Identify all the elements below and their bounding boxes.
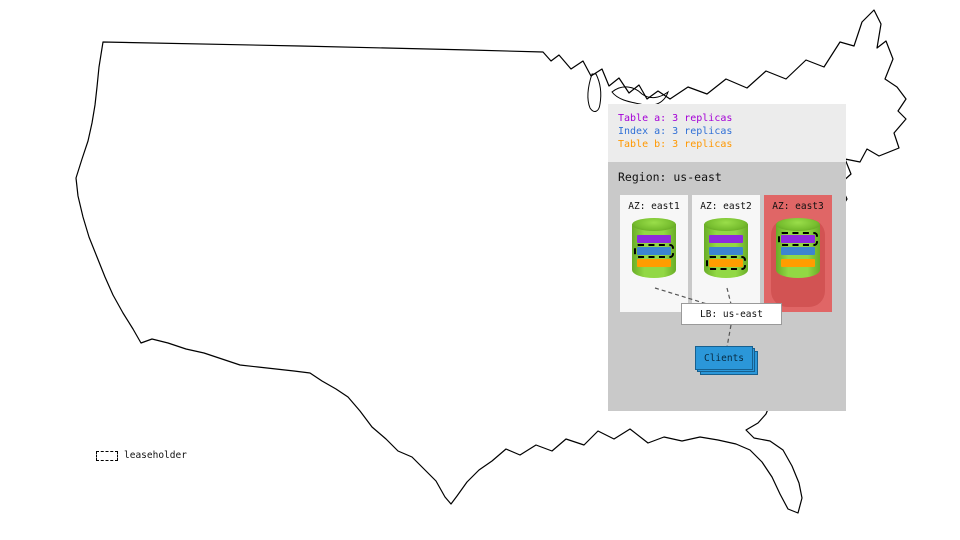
replica-table-a (709, 235, 743, 243)
leaseholder-swatch-icon (96, 450, 118, 461)
az-east1-label: AZ: east1 (628, 201, 680, 212)
cylinder-top (632, 218, 676, 231)
replica-table-a-leaseholder (778, 232, 818, 246)
replica-bars-east1 (632, 235, 676, 267)
az-east1: AZ: east1 (620, 195, 688, 312)
cylinder-top (776, 218, 820, 231)
replica-table-b (781, 259, 815, 267)
legend-table-a: Table a: 3 replicas (618, 113, 733, 124)
database-cylinder-east3 (776, 218, 820, 282)
great-lakes-icon (587, 73, 602, 112)
us-map-outline (75, 9, 907, 514)
clients-box: Clients (695, 346, 753, 370)
clients: Clients (695, 346, 761, 378)
az-east3-label: AZ: east3 (772, 201, 824, 212)
replica-index-a (781, 247, 815, 255)
great-lakes-icon (611, 86, 669, 106)
replica-table-a (637, 235, 671, 243)
replica-table-b (637, 259, 671, 267)
cylinder-top (704, 218, 748, 231)
replica-bars-east3 (776, 232, 820, 267)
replica-legend: Table a: 3 replicas Index a: 3 replicas … (608, 104, 846, 162)
az-east2: AZ: east2 (692, 195, 760, 312)
load-balancer: LB: us-east (681, 303, 782, 325)
legend-table-b: Table b: 3 replicas (618, 139, 733, 150)
az-east3: AZ: east3 (764, 195, 832, 312)
az-east2-label: AZ: east2 (700, 201, 752, 212)
database-cylinder-east2 (704, 218, 748, 282)
replica-bars-east2 (704, 235, 748, 270)
replica-index-a-leaseholder (634, 244, 674, 258)
replica-table-b-leaseholder (706, 256, 746, 270)
leaseholder-key: leaseholder (96, 450, 187, 461)
lb-label: LB: us-east (700, 308, 763, 320)
legend-index-a: Index a: 3 replicas (618, 126, 733, 137)
database-cylinder-east1 (632, 218, 676, 282)
leaseholder-key-label: leaseholder (124, 450, 187, 461)
clients-label: Clients (703, 352, 745, 364)
replica-index-a (709, 247, 743, 255)
region-label: Region: us-east (618, 170, 722, 184)
